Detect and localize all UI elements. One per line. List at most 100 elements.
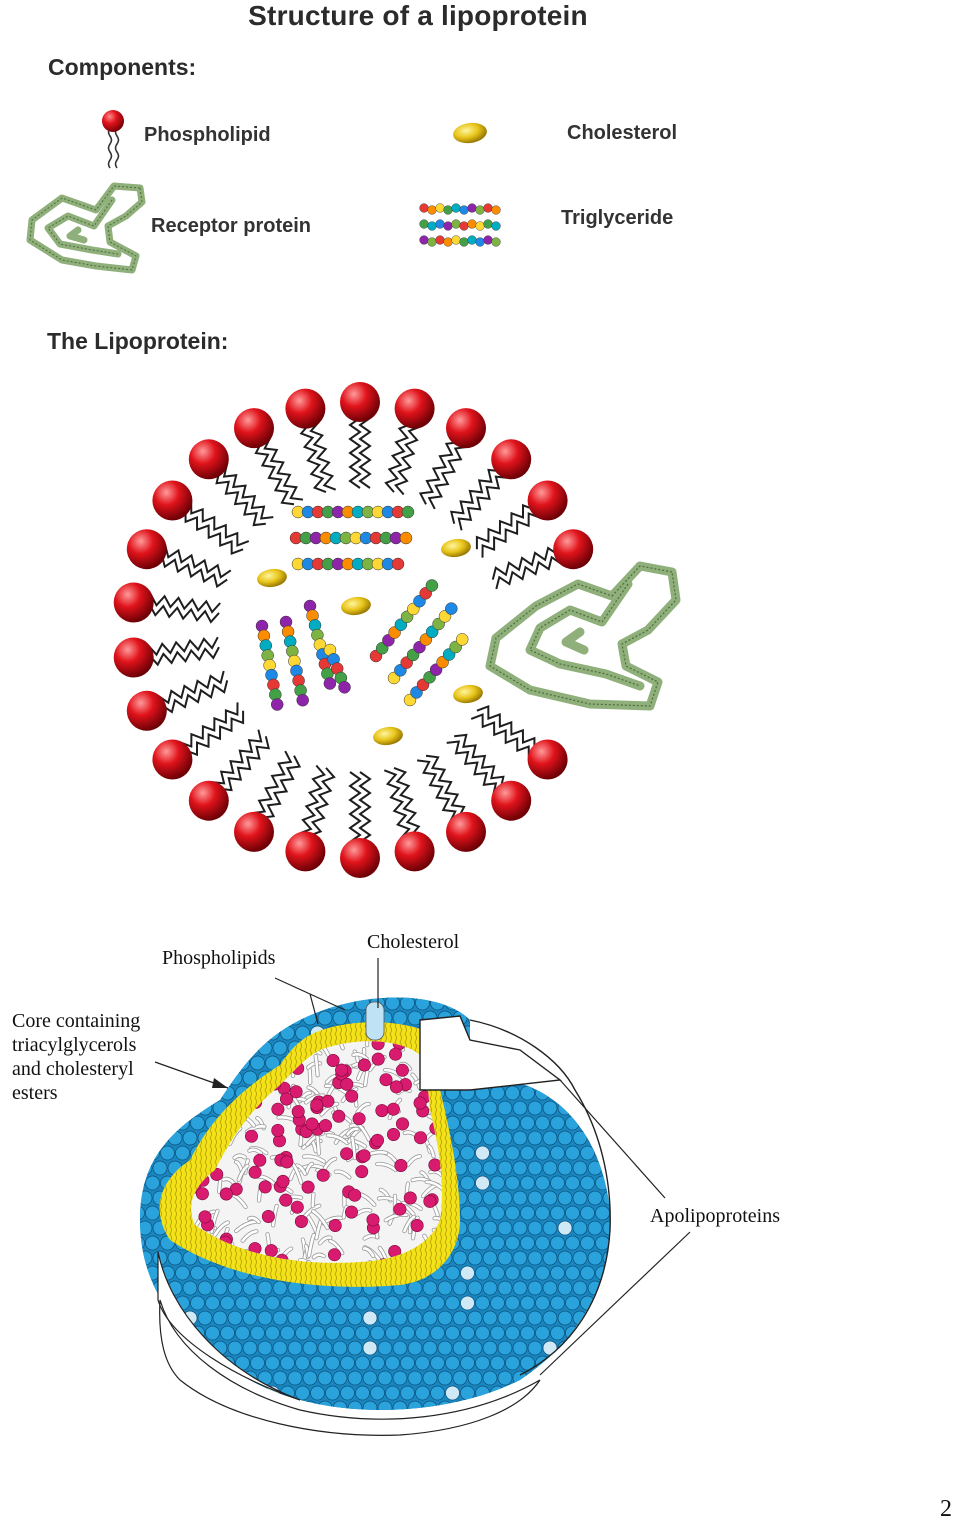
phospholipid-head: [113, 637, 154, 678]
phospholipid-head: [126, 690, 167, 731]
phospholipid-icon: [102, 110, 124, 169]
phospholipid-head: [113, 582, 154, 623]
phospholipid-label: Phospholipid: [144, 124, 271, 146]
phospholipid-tail: [481, 512, 541, 558]
phospholipid-tail: [491, 546, 559, 580]
phospholipid-tail: [211, 729, 263, 785]
cholesterol-molecule: [441, 538, 471, 558]
triglyceride-bead: [399, 531, 413, 545]
phospholipid-tail: [148, 646, 220, 667]
triglyceride-bead: [467, 219, 477, 229]
triglyceride-icon: [419, 203, 501, 247]
core-label-line-3: and cholesteryl: [12, 1058, 134, 1080]
triglyceride-bead: [451, 219, 461, 229]
core-label-line-4: esters: [12, 1082, 58, 1104]
triglyceride-bead: [419, 219, 429, 229]
triglyceride-bead: [427, 205, 437, 215]
triglyceride-bead: [296, 693, 309, 707]
phospholipid-tail: [254, 441, 295, 506]
phospholipid-tail: [475, 503, 535, 550]
phospholipid-tail: [457, 475, 509, 531]
phospholipid-tail: [470, 713, 530, 759]
triglyceride-bead: [467, 235, 477, 245]
phospholipid-head: [446, 811, 486, 852]
core-label-line-2: triacylglycerols: [12, 1034, 137, 1056]
phospholipid-tail: [384, 423, 412, 493]
phospholipid-head: [152, 739, 193, 780]
phospholipid-head: [152, 480, 193, 521]
phospholipid-tail: [348, 417, 362, 489]
phospholipid-tail: [449, 468, 501, 524]
phospholipid-tail: [148, 603, 220, 624]
phospholipid-head: [234, 408, 274, 449]
phospholipid-tail: [383, 769, 411, 839]
triglyceride-bead: [270, 698, 284, 711]
triglyceride-core: [255, 505, 469, 711]
phospholipid-head: [234, 811, 274, 852]
apolipoprotein-bottom: [159, 1299, 541, 1436]
phospholipid-head: [527, 480, 568, 521]
phospholipid-head: [446, 408, 486, 449]
lipoprotein-particle: [113, 382, 681, 878]
cholesterol-molecule: [453, 684, 483, 704]
phospholipid-tail: [418, 441, 459, 505]
triglyceride-bead: [435, 235, 445, 245]
apolipoproteins-label: Apolipoproteins: [650, 1205, 780, 1227]
phospholipid-head: [491, 780, 532, 821]
phospholipid-tail: [149, 594, 221, 614]
leader-lines: [154, 958, 691, 1376]
components-heading: Components:: [48, 54, 197, 80]
triglyceride-bead: [427, 221, 437, 231]
phospholipid-tail: [219, 736, 271, 792]
phospholipid-tail: [416, 759, 457, 823]
phospholipid-tail: [185, 710, 245, 757]
lipoprotein-heading: The Lipoprotein:: [47, 328, 229, 354]
phospholipid-tail: [157, 670, 225, 705]
triglyceride-bead: [451, 235, 461, 245]
phospholipid-tail: [358, 771, 372, 843]
triglyceride-bead: [427, 237, 437, 247]
triglyceride-bead: [467, 203, 477, 213]
triglyceride-bead: [443, 221, 453, 231]
phospholipid-head: [340, 382, 380, 422]
phospholipid-tail: [215, 471, 266, 527]
cutaway-plane: [157, 1251, 301, 1401]
triglyceride-bead: [425, 579, 439, 592]
cholesterol-molecule: [341, 596, 371, 616]
phospholipid-tail: [261, 755, 302, 819]
phospholipid-tail: [222, 464, 274, 520]
triglyceride-bead: [483, 235, 493, 245]
triglyceride-bead: [459, 205, 469, 215]
phospholipid-head: [285, 388, 326, 429]
core-label-line-1: Core containing: [12, 1010, 141, 1032]
triglyceride-bead: [401, 505, 415, 519]
cholesterol-marker: [365, 1001, 385, 1041]
triglyceride-bead: [443, 205, 453, 215]
triglyceride-bead: [323, 677, 337, 690]
receptor-protein-label: Receptor protein: [151, 215, 312, 237]
phospholipid-tail: [309, 421, 337, 491]
phospholipid-tail: [427, 445, 468, 510]
phospholipid-tail: [147, 636, 219, 657]
phospholipid-tails: [147, 417, 563, 843]
core-label: Core containing triacylglycerols and cho…: [12, 1009, 140, 1105]
triglyceride-bead: [459, 237, 469, 247]
triglyceride-bead: [491, 205, 501, 215]
cross-cholesterol-label: Cholesterol: [367, 931, 460, 953]
triglyceride-bead: [435, 219, 445, 229]
triglyceride-bead: [475, 205, 485, 215]
triglyceride-bead: [391, 557, 405, 571]
phospholipid-tail: [190, 501, 250, 547]
triglyceride-bead: [419, 203, 429, 213]
page-title: Structure of a lipoprotein: [248, 0, 588, 31]
apolipoprotein-right: [419, 1015, 562, 1091]
cholesterol-icon: [453, 122, 487, 144]
triglyceride-bead: [338, 681, 351, 694]
triglyceride-bead: [483, 203, 493, 213]
cholesterol-molecule: [373, 726, 403, 746]
phospholipid-tail: [179, 702, 239, 748]
triglyceride-bead: [475, 221, 485, 231]
phospholipid-tail: [454, 733, 505, 789]
phospholipid-heads: [113, 382, 594, 878]
receptor-protein: [485, 561, 681, 711]
